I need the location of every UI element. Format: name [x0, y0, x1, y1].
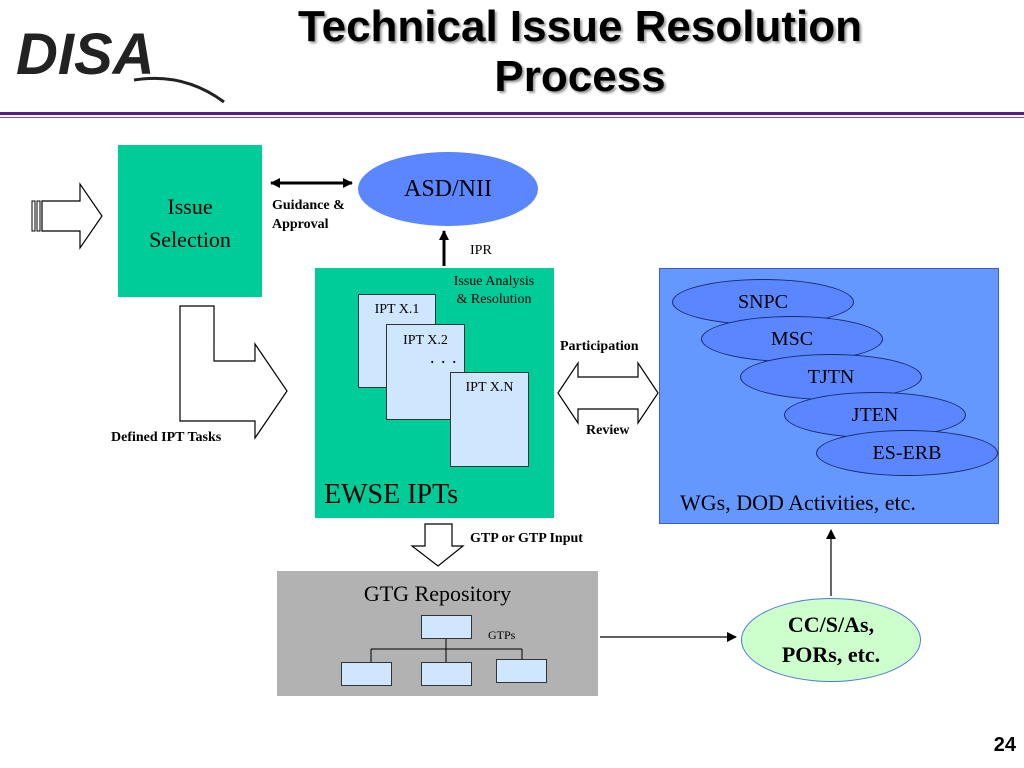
guidance-line-1: Guidance & — [272, 198, 345, 213]
participation-arrow-icon — [557, 361, 659, 425]
gtg-repository-label: GTG Repository — [363, 581, 512, 606]
gtg-child-node — [496, 659, 547, 683]
gtp-input-arrow-icon — [410, 523, 465, 567]
wg-ellipse-tjtn: TJTN — [740, 354, 922, 400]
wg-caption: WGs, DOD Activities, etc. — [680, 490, 916, 515]
page-number: 24 — [993, 734, 1016, 756]
gtps-label: GTPs — [488, 628, 516, 642]
gtg-root-node — [421, 615, 472, 639]
disa-logo-graphic: DISA — [16, 22, 225, 104]
review-label: Review — [586, 423, 630, 438]
ipt-card-label: IPT X.1 — [374, 302, 420, 317]
ccs-ellipse: CC/S/As, PORs, etc. — [741, 598, 921, 682]
disa-logo: DISA — [14, 10, 228, 106]
header-rule — [0, 112, 1024, 115]
ccs-line-2: PORs, etc. — [781, 642, 881, 667]
issue-analysis-label: Issue Analysis & Resolution — [436, 273, 552, 309]
gtg-child-node — [421, 662, 472, 686]
guidance-approval-label: Guidance & Approval — [272, 196, 345, 234]
defined-ipt-tasks-label: Defined IPT Tasks — [111, 430, 222, 445]
ipt-ellipsis: . . . — [430, 347, 458, 367]
ipt-card-n: IPT X.N — [450, 372, 529, 467]
ipt-card-label: IPT X.2 — [403, 333, 448, 348]
title-line-1: Technical Issue Resolution — [298, 2, 862, 51]
ccs-line-1: CC/S/As, — [787, 612, 875, 637]
header-rule-thin — [0, 117, 1024, 118]
title-line-2: Process — [494, 52, 666, 101]
issue-selection-line-1: Issue — [167, 194, 213, 219]
gtg-child-node — [341, 662, 392, 686]
page-title: Technical Issue Resolution Process — [230, 2, 930, 102]
issue-selection-line-2: Selection — [149, 227, 231, 252]
wg-ellipse-es-erb: ES-ERB — [816, 430, 998, 476]
asd-nii-ellipse: ASD/NII — [358, 152, 538, 226]
logo-text: DISA — [16, 22, 155, 87]
wg-ellipse-jten: JTEN — [784, 392, 966, 438]
ewse-ipts-label: EWSE IPTs — [324, 479, 459, 510]
gtg-tree — [370, 639, 523, 662]
issue-selection-box: Issue Selection — [118, 145, 262, 297]
input-arrow-icon — [31, 182, 103, 250]
ipr-label: IPR — [470, 243, 492, 258]
ipt-card-label: IPT X.N — [465, 380, 514, 395]
gtp-input-label: GTP or GTP Input — [470, 531, 583, 546]
issue-analysis-line-1: Issue Analysis — [453, 274, 535, 289]
participation-label: Participation — [560, 339, 639, 354]
guidance-line-2: Approval — [272, 217, 329, 232]
defined-tasks-arrow-icon — [179, 305, 288, 440]
issue-analysis-line-2: & Resolution — [456, 292, 532, 307]
